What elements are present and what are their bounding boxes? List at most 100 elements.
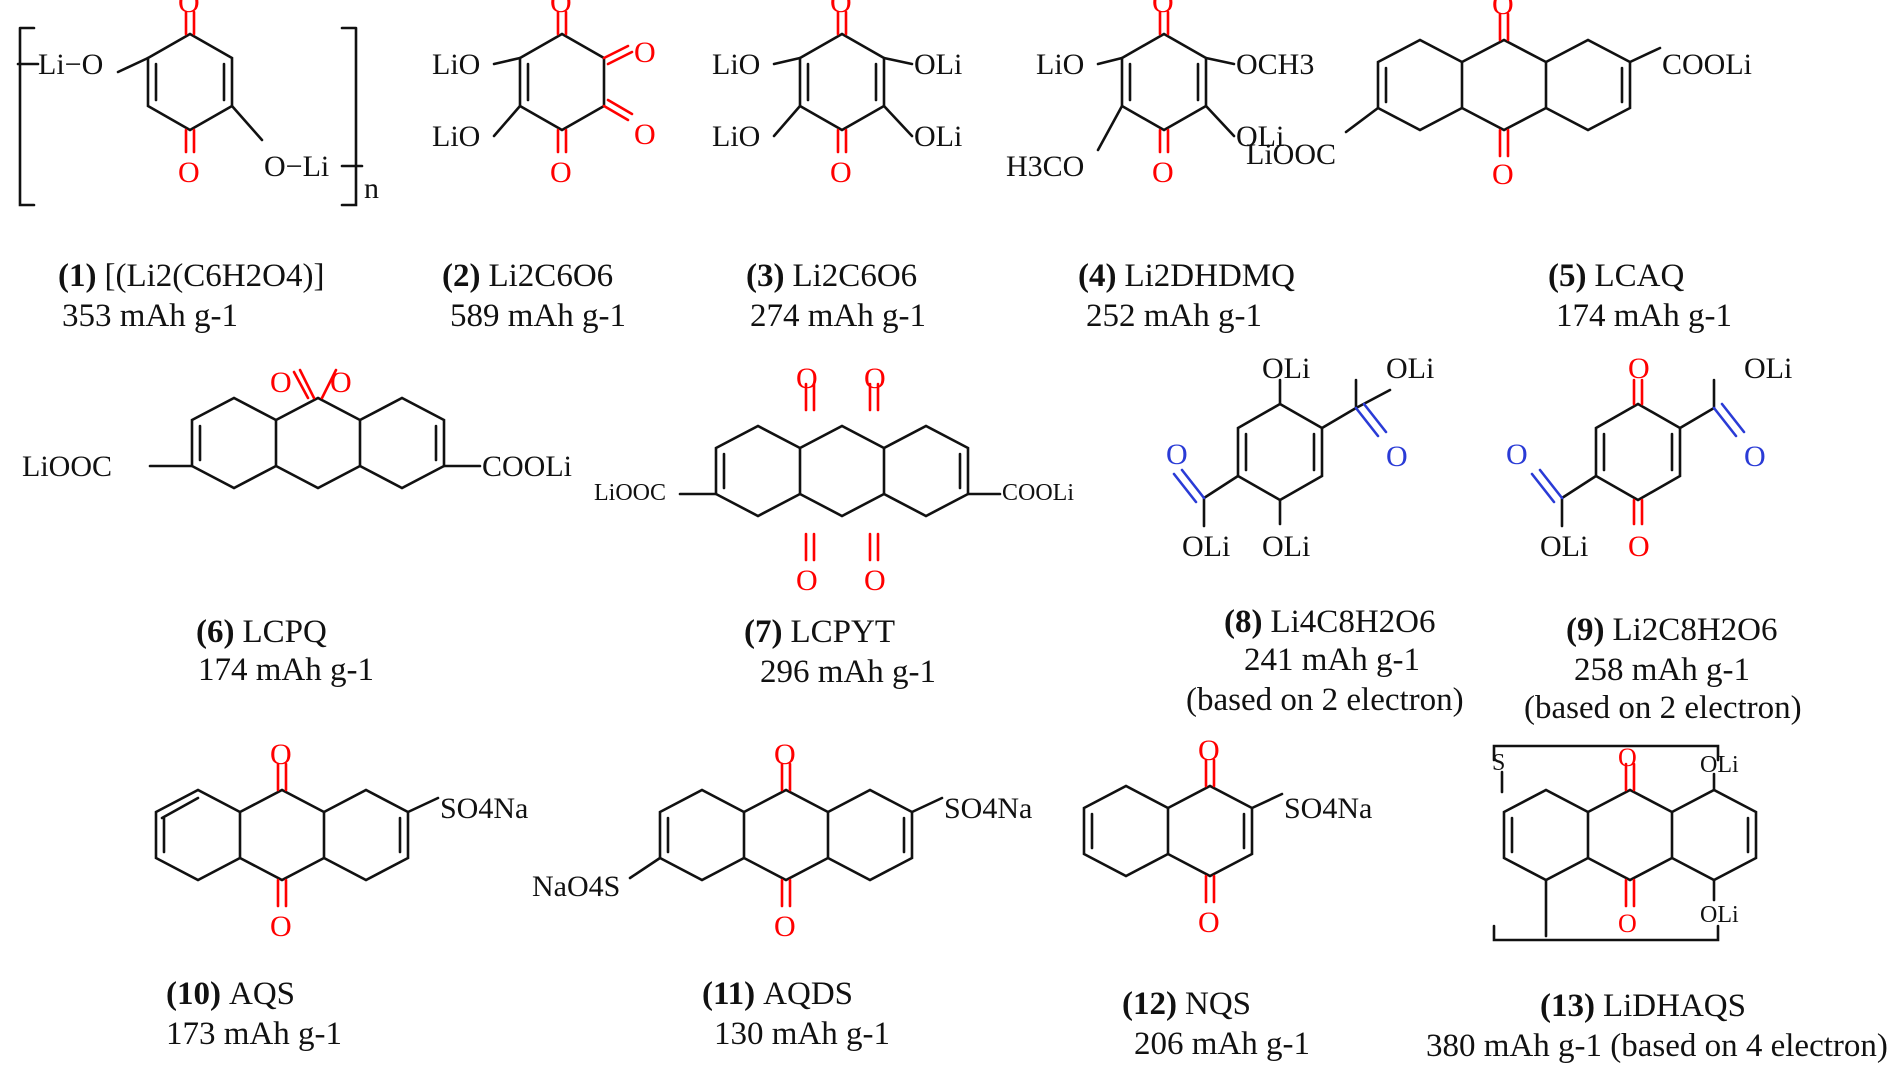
structure-1: Li−O O O O−Li n [16,0,379,207]
atom-h3co-4: H3CO [1006,150,1084,183]
capacity-6: 174 mAh g-1 [198,652,374,688]
atom-lio-2a: LiO [432,48,480,81]
atom-oli-3b: OLi [914,120,962,153]
carbonyl-o-7d: O [864,564,886,597]
carbonyl-o-5b: O [1492,158,1514,191]
carboxyl-o-9b: O [1506,438,1528,471]
carboxyl-o-9a: O [1744,440,1766,473]
atom-s-13: S [1492,750,1505,776]
capacity-1: 353 mAh g-1 [62,298,238,334]
carbonyl-o-5a: O [1492,0,1514,21]
carboxyl-o-8a: O [1386,440,1408,473]
structure-4: LiO H3CO OCH3 OLi O O [1006,0,1314,189]
label-9: (9)Li2C8H2O6 [1566,612,1777,648]
carbonyl-o-7b: O [864,362,886,395]
carbonyl-o-12b: O [1198,906,1220,939]
atom-oli-8c: OLi [1386,352,1434,385]
carbonyl-o-6a: O [270,366,292,399]
note-8: (based on 2 electron) [1186,682,1464,718]
atom-cooli-5: COOLi [1662,48,1752,81]
capacity-2: 589 mAh g-1 [450,298,626,334]
carbonyl-o-bottom-1: O [178,156,200,189]
structure-7: O O O O LiOOC COOLi [594,362,1074,597]
label-12: (12)NQS [1122,986,1251,1022]
atom-oli-13b: OLi [1700,902,1739,928]
carbonyl-o-3b: O [830,156,852,189]
label-1: (1)[(Li2(C6H2O4)] [58,258,324,294]
carbonyl-o-4b: O [1152,156,1174,189]
atom-oli-8a: OLi [1262,352,1310,385]
carbonyl-o-9a: O [1628,352,1650,385]
carbonyl-o-6b: O [330,366,352,399]
structure-10: O O SO4Na [154,738,528,943]
structure-2: LiO LiO O O O O [432,0,656,189]
carbonyl-o-9b: O [1628,530,1650,563]
structure-13: S O O OLi OLi [1492,743,1758,942]
structure-6: O O LiOOC COOLi [22,366,572,490]
carbonyl-o-2a: O [550,0,572,19]
carbonyl-o-7c: O [796,564,818,597]
structure-8: OLi OLi OLi O O OLi [1166,352,1434,563]
label-3: (3)Li2C6O6 [746,258,917,294]
carbonyl-o-3a: O [830,0,852,19]
carbonyl-o-11a: O [774,738,796,771]
structure-11: O O SO4Na NaO4S [532,738,1032,943]
carbonyl-o-top-1: O [178,0,200,19]
capacity-3: 274 mAh g-1 [750,298,926,334]
atom-liooc-7: LiOOC [594,480,666,506]
carbonyl-o-4a: O [1152,0,1174,19]
capacity-13: 380 mAh g-1 (based on 4 electron) [1426,1028,1888,1064]
capacity-11: 130 mAh g-1 [714,1016,890,1052]
carbonyl-o-13a: O [1618,743,1637,772]
label-4: (4)Li2DHDMQ [1078,258,1295,294]
label-6: (6)LCPQ [196,614,327,650]
atom-nao4s-11: NaO4S [532,870,620,903]
atom-oli-3a: OLi [914,48,962,81]
atom-so4na-10: SO4Na [440,792,528,825]
label-13: (13)LiDHAQS [1540,988,1746,1024]
capacity-9: 258 mAh g-1 [1574,652,1750,688]
atom-so4na-12: SO4Na [1284,792,1372,825]
atom-lio-3a: LiO [712,48,760,81]
polymer-n: n [364,172,379,205]
carboxyl-o-8b: O [1166,438,1188,471]
capacity-7: 296 mAh g-1 [760,654,936,690]
atom-lio-3b: LiO [712,120,760,153]
carbonyl-o-12a: O [1198,734,1220,767]
capacity-5: 174 mAh g-1 [1556,298,1732,334]
carbonyl-o-2c: O [634,36,656,69]
capacity-8: 241 mAh g-1 [1244,642,1420,678]
label-5: (5)LCAQ [1548,258,1684,294]
label-2: (2)Li2C6O6 [442,258,613,294]
label-10: (10)AQS [166,976,295,1012]
atom-liooc-6: LiOOC [22,450,112,483]
carbonyl-o-2b: O [550,156,572,189]
note-9: (based on 2 electron) [1524,690,1802,726]
capacity-4: 252 mAh g-1 [1086,298,1262,334]
label-11: (11)AQDS [702,976,853,1012]
carbonyl-o-11b: O [774,910,796,943]
structure-12: O O SO4Na [1082,734,1372,939]
atom-lio-2b: LiO [432,120,480,153]
atom-liooc-5: LiOOC [1246,138,1336,171]
structure-5: O O COOLi LiOOC [1246,0,1752,191]
structure-3: LiO LiO OLi OLi O O [712,0,962,189]
atom-so4na-11: SO4Na [944,792,1032,825]
label-8: (8)Li4C8H2O6 [1224,604,1435,640]
atom-oli-9b: OLi [1540,530,1588,563]
structure-9: O O OLi O O OLi [1506,352,1792,563]
carbonyl-o-10a: O [270,738,292,771]
label-7: (7)LCPYT [744,614,895,650]
atom-lio-4: LiO [1036,48,1084,81]
atom-cooli-6: COOLi [482,450,572,483]
atom-och3-4: OCH3 [1236,48,1314,81]
atom-oli-9a: OLi [1744,352,1792,385]
atom-oli-8d: OLi [1182,530,1230,563]
atom-li-o-1: Li−O [38,48,103,81]
carbonyl-o-7a: O [796,362,818,395]
atom-oli-4: OLi [1236,120,1284,153]
atom-o-li-1: O−Li [264,150,329,183]
compound-labels: (1)[(Li2(C6H2O4)] 353 mAh g-1 (2)Li2C6O6… [58,258,1888,1064]
capacity-10: 173 mAh g-1 [166,1016,342,1052]
